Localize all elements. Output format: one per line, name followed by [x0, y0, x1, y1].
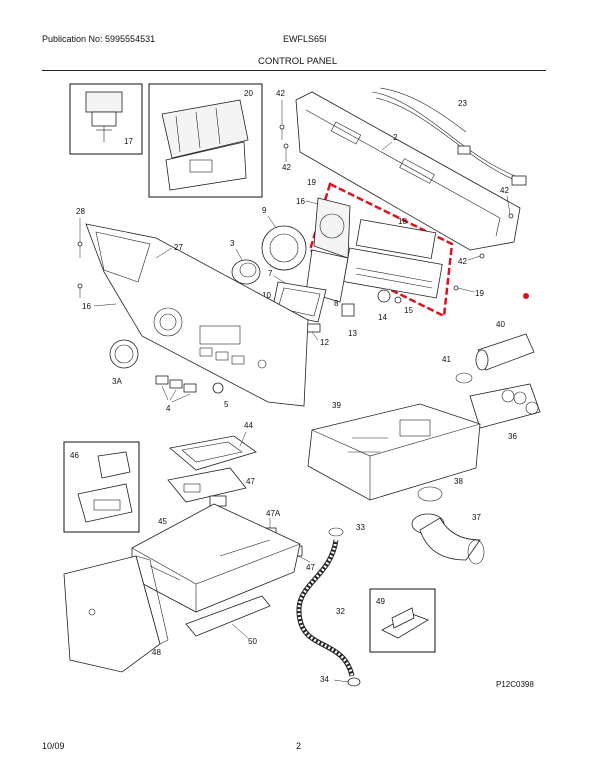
callout-16a: 16: [296, 197, 305, 206]
part-2-frame: 2: [295, 91, 521, 251]
callout-13: 13: [348, 329, 357, 338]
callout-17: 17: [124, 137, 133, 146]
callout-42a: 42: [276, 89, 285, 98]
callout-49: 49: [376, 597, 385, 606]
callout-38: 38: [454, 477, 463, 486]
section-title: CONTROL PANEL: [258, 56, 338, 67]
callout-7: 7: [268, 269, 273, 278]
callout-23: 23: [458, 99, 467, 108]
part-3a-ring: 3A: [109, 339, 139, 386]
part-38-clamp: 38: [417, 477, 463, 502]
drawing-code: P12C0398: [496, 680, 534, 689]
part-37-bellows: 37: [411, 513, 485, 565]
callout-47b: 47: [306, 563, 315, 572]
callout-42b: 42: [282, 163, 291, 172]
part-9-selector: 9: [261, 206, 307, 271]
footer-page-number: 2: [296, 741, 302, 751]
publication-number: Publication No: 5995554531: [42, 34, 156, 44]
part-23-harness: 23: [371, 87, 527, 186]
callout-50: 50: [248, 637, 257, 646]
callout-19b: 19: [475, 289, 484, 298]
part-39-housing: 39: [307, 401, 481, 501]
callout-37: 37: [472, 513, 481, 522]
screws-42: 42 42 42 42: [276, 89, 514, 266]
callout-42c: 42: [500, 186, 509, 195]
callout-27: 27: [174, 243, 183, 252]
callout-16b: 16: [82, 302, 91, 311]
part-44-tray: 44: [169, 421, 257, 471]
callout-42d: 42: [458, 257, 467, 266]
callout-32: 32: [336, 607, 345, 616]
callout-2: 2: [393, 133, 398, 142]
callout-3: 3: [230, 239, 235, 248]
part-40-41-hose: 40 41: [442, 320, 535, 384]
callout-20: 20: [244, 89, 253, 98]
callout-5: 5: [224, 400, 229, 409]
inset-box-46: 46: [63, 441, 140, 533]
part-5: 5: [212, 382, 229, 409]
screws-28-16: 28 16: [76, 207, 117, 311]
callout-47c: 47A: [266, 509, 281, 518]
part-45-drawer-body: 45: [131, 503, 301, 613]
inset-box-49: 49: [369, 588, 436, 653]
inset-box-17: 17: [69, 83, 143, 155]
callout-4: 4: [166, 404, 171, 413]
callout-34: 34: [320, 675, 329, 684]
callout-19a: 19: [307, 178, 316, 187]
part-50-strip: 50: [185, 595, 271, 646]
part-36-valves: 36: [469, 383, 541, 441]
part-3-knob: 3: [230, 239, 261, 285]
callout-12: 12: [320, 338, 329, 347]
highlighted-pcb-assembly: 19 16 18 19: [296, 178, 529, 318]
parts-13-14-15: 13 14 15: [341, 289, 413, 338]
callout-33: 33: [356, 523, 365, 532]
callout-41: 41: [442, 355, 451, 364]
parts-32-33-34: 33 32 34: [296, 523, 365, 687]
callout-47a: 47: [246, 477, 255, 486]
callout-44: 44: [244, 421, 253, 430]
callout-28: 28: [76, 207, 85, 216]
part-48-drawer-front: 48: [63, 555, 169, 673]
callout-40: 40: [496, 320, 505, 329]
footer-date: 10/09: [42, 741, 65, 751]
callout-39: 39: [332, 401, 341, 410]
callout-48: 48: [152, 648, 161, 657]
red-marker-dot: [523, 293, 529, 299]
model-number: EWFLS65I: [283, 34, 327, 44]
part-27-fascia: 27: [85, 223, 309, 407]
callout-45: 45: [158, 517, 167, 526]
callout-14: 14: [378, 313, 387, 322]
callout-10: 10: [262, 291, 271, 300]
callout-3a: 3A: [112, 377, 122, 386]
callout-8: 8: [334, 299, 339, 308]
callout-36: 36: [508, 432, 517, 441]
callout-46: 46: [70, 451, 79, 460]
callout-15: 15: [404, 306, 413, 315]
inset-box-20: 20: [148, 83, 263, 198]
header-rule: [42, 70, 546, 71]
part-4-buttons: 4: [155, 375, 197, 413]
callout-18: 18: [398, 217, 407, 226]
callout-9: 9: [262, 206, 267, 215]
